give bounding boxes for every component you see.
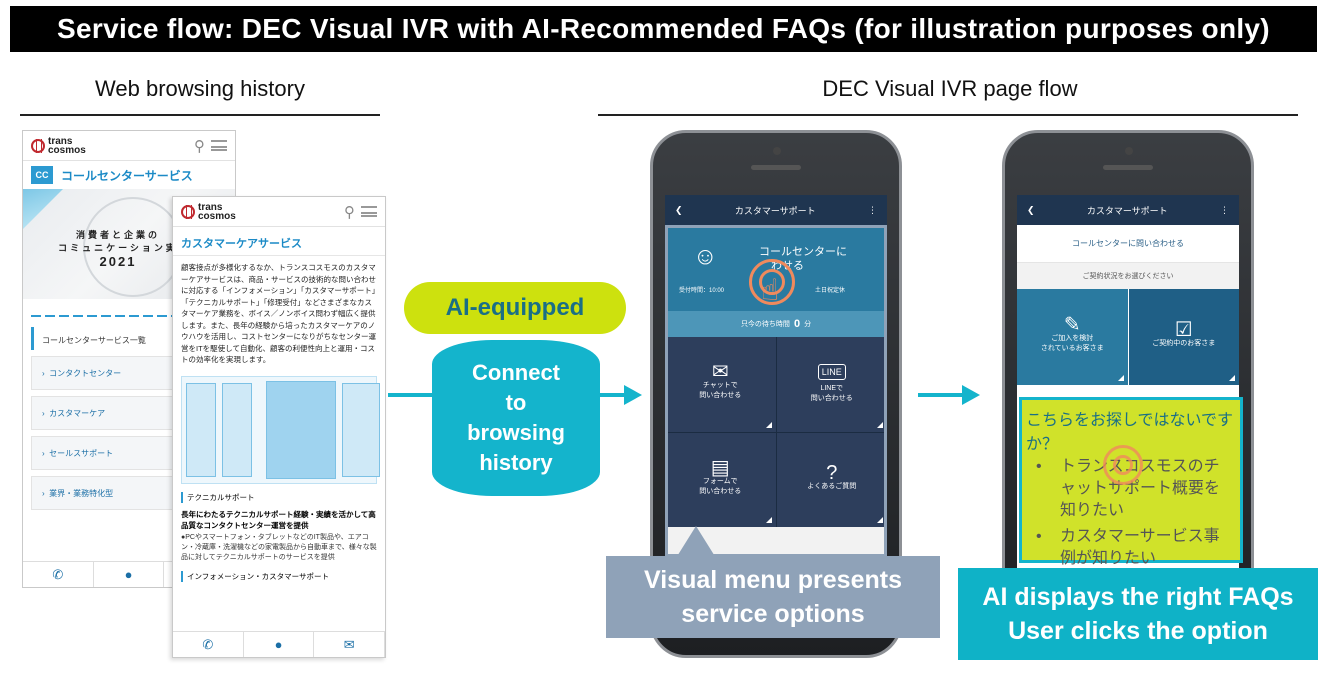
- more-icon[interactable]: ⋮: [868, 204, 877, 215]
- chat-icon[interactable]: ●: [244, 632, 315, 657]
- phone-camera: [1125, 147, 1133, 155]
- tap-hand-icon: ☝: [761, 274, 780, 307]
- phone-icon[interactable]: ✆: [173, 632, 244, 657]
- existing-customer-card[interactable]: ☑ ご契約中のお客さま: [1128, 289, 1239, 385]
- faq-tile[interactable]: ? よくあるご質問: [776, 432, 887, 527]
- form-tile[interactable]: ▤ フォームで 問い合わせる: [665, 432, 776, 527]
- service-title-row: CC コールセンターサービス: [23, 161, 235, 189]
- menu-icon[interactable]: [211, 140, 227, 151]
- call-center-tile[interactable]: ☺ コールセンターに わせる 受付時間：10:00 土日祝定休 只今の待ち時間 …: [665, 225, 887, 337]
- connect-browsing-history: Connect to browsing history: [432, 340, 600, 496]
- touch-ring: [749, 259, 795, 305]
- hero-stripe: [23, 189, 63, 229]
- prospect-card[interactable]: ✎ ご加入を検討 されているお客さま: [1017, 289, 1128, 385]
- phone-icon[interactable]: ✆: [23, 562, 94, 587]
- service-description: 顧客接点が多様化するなか、トランスコスモスのカスタマーケアサービスは、商品・サー…: [181, 263, 376, 364]
- document-edit-icon: ✎: [1063, 314, 1081, 336]
- flow-arrow-2: [918, 385, 980, 405]
- faq-item[interactable]: カスタマーサービス事例が知りたい: [1036, 526, 1232, 570]
- search-icon[interactable]: ⚲: [194, 137, 205, 155]
- app-header: ❮ カスタマーサポート ⋮: [1017, 195, 1239, 225]
- phone-speaker: [751, 165, 801, 170]
- mail-icon[interactable]: ✉: [314, 632, 385, 657]
- hours-text: 受付時間：10:00: [679, 288, 725, 294]
- phone-speaker: [1103, 165, 1153, 170]
- more-icon[interactable]: ⋮: [1220, 204, 1229, 215]
- right-section-label: DEC Visual IVR page flow: [822, 76, 1078, 101]
- phone-camera: [773, 147, 781, 155]
- left-section-label: Web browsing history: [95, 76, 305, 101]
- visual-menu-highlight: [665, 225, 887, 557]
- sub-text: ●PCやスマートフォン・タブレットなどのIT製品や、エアコン・冷蔵庫・洗濯機など…: [181, 533, 377, 561]
- list-heading: コールセンターサービス一覧: [31, 327, 227, 350]
- document-check-icon: ☑: [1174, 319, 1193, 341]
- ai-faq-callout: AI displays the right FAQs User clicks t…: [958, 568, 1318, 660]
- line-tile[interactable]: LINE LINEで 問い合わせる: [776, 337, 887, 432]
- faq-title: こちらをお探しではないですか？: [1026, 412, 1234, 453]
- wait-time-bar: 只今の待ち時間 0 分: [665, 311, 887, 337]
- service-menu-grid: ✉ チャットで 問い合わせる LINE LINEで 問い合わせる ▤ フォームで…: [665, 337, 887, 527]
- page-title: Service flow: DEC Visual IVR with AI-Rec…: [10, 6, 1317, 52]
- touch-ring-inner: [759, 269, 785, 295]
- sub-bold-text: 長年にわたるテクニカルサポート経験・実績を活かして高品質なコンタクトセンター運営…: [181, 509, 376, 530]
- status-prompt: ご契約状況をお選びください: [1017, 263, 1239, 289]
- hero-text: 消費者と企業の コミュニケーション実 2021: [58, 230, 178, 269]
- service-title: コールセンターサービス: [61, 168, 193, 183]
- bottom-bar: ✆ ● ✉: [173, 631, 385, 657]
- divider: [31, 315, 227, 317]
- app-header-title: カスタマーサポート: [1086, 205, 1168, 216]
- faq-icon: ?: [826, 461, 838, 484]
- touch-ring: [1103, 445, 1143, 485]
- service-title: カスタマーケアサービス: [173, 227, 385, 256]
- visual-menu-callout: Visual menu presents service options: [606, 556, 940, 638]
- phone-1-screen: ❮ カスタマーサポート ⋮ ☺ コールセンターに わせる 受付時間：10:00 …: [665, 195, 887, 555]
- app-header: ❮ カスタマーサポート ⋮: [665, 195, 887, 225]
- globe-icon: [181, 204, 195, 219]
- app-header-title: カスタマーサポート: [734, 205, 816, 216]
- cc-badge: CC: [31, 166, 53, 184]
- sub-heading-2: インフォメーション・カスタマーサポート: [181, 570, 377, 582]
- contract-cards: ✎ ご加入を検討 されているお客さま ☑ ご契約中のお客さま: [1017, 289, 1239, 385]
- callout-pointer: [676, 526, 716, 558]
- left-section-rule: [20, 114, 380, 116]
- touch-ring-inner: [1113, 455, 1133, 475]
- globe-icon: [31, 138, 45, 153]
- headset-icon: ☺: [693, 243, 718, 270]
- right-section-rule: [598, 114, 1298, 116]
- back-icon[interactable]: ❮: [675, 204, 683, 215]
- chat-icon[interactable]: ●: [94, 562, 165, 587]
- service-diagram: [181, 375, 380, 484]
- back-icon[interactable]: ❮: [1027, 204, 1035, 215]
- contact-call-center-link[interactable]: コールセンターに問い合わせる: [1017, 225, 1239, 263]
- chat-tile[interactable]: ✉ チャットで 問い合わせる: [665, 337, 776, 432]
- search-icon[interactable]: ⚲: [344, 203, 355, 221]
- holiday-text: 土日祝定休: [815, 288, 846, 294]
- menu-icon[interactable]: [361, 206, 377, 217]
- ai-equipped-badge: AI-equipped: [404, 282, 626, 334]
- line-icon: LINE: [817, 364, 846, 381]
- sub-heading: テクニカルサポート: [181, 491, 377, 503]
- phone-2: ❮ カスタマーサポート ⋮ コールセンターに問い合わせる ご契約状況をお選びくだ…: [1002, 130, 1254, 658]
